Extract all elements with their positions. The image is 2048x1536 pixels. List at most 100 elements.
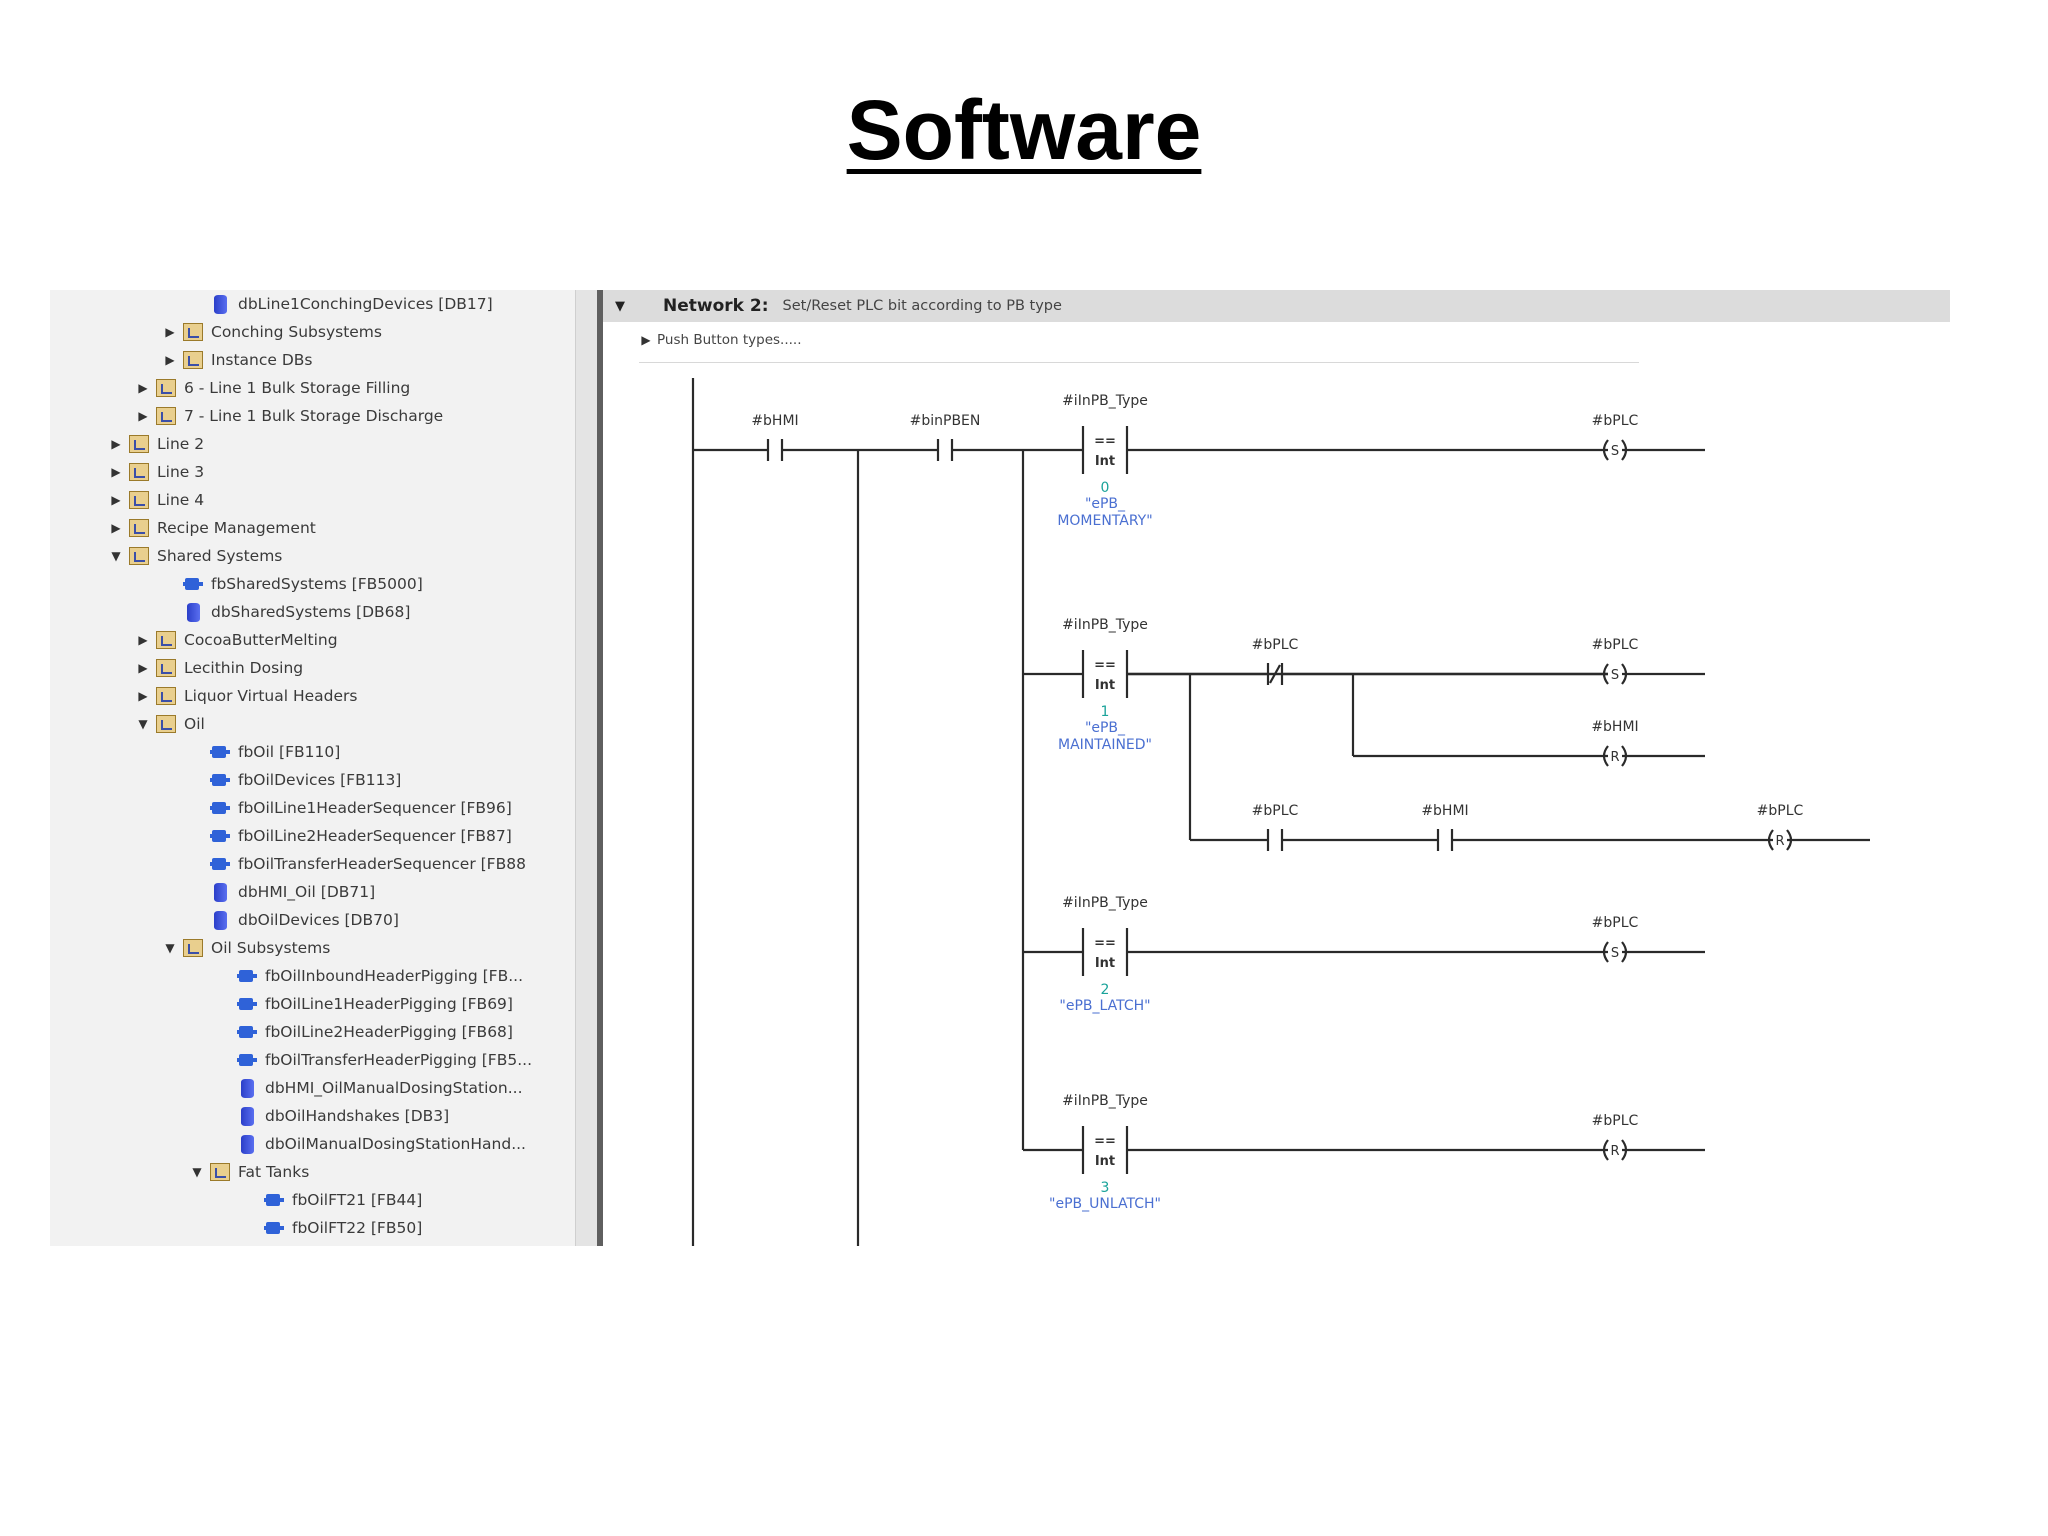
folder-icon	[129, 547, 149, 565]
tree-item-label: Oil Subsystems	[211, 939, 331, 957]
compare-value: 2	[1101, 982, 1110, 998]
tree-item[interactable]: ▼Oil	[50, 710, 575, 738]
tree-item[interactable]: dbLine1ConchingDevices [DB17]	[50, 290, 575, 318]
tree-item-label: dbSharedSystems [DB68]	[211, 603, 411, 621]
expand-arrow-icon[interactable]: ▶	[138, 661, 148, 675]
tree-item[interactable]: ▼Shared Systems	[50, 542, 575, 570]
fb-icon	[264, 1219, 284, 1237]
coil-left-arc	[1767, 829, 1774, 851]
tree-item[interactable]: ▶Lecithin Dosing	[50, 654, 575, 682]
comment-divider	[639, 362, 1639, 363]
tree-item[interactable]: dbOilDevices [DB70]	[50, 906, 575, 934]
expand-arrow-icon[interactable]: ▶	[165, 325, 175, 339]
collapse-arrow-icon[interactable]: ▼	[111, 549, 121, 563]
tree-item[interactable]: ▶6 - Line 1 Bulk Storage Filling	[50, 374, 575, 402]
compare-input-tag: #iInPB_Type	[1062, 1093, 1148, 1109]
db-icon	[241, 1134, 254, 1154]
tree-item[interactable]: fbOilFT22 [FB50]	[50, 1214, 575, 1242]
tree-item[interactable]: fbOil [FB110]	[50, 738, 575, 766]
tree-item-label: fbSharedSystems [FB5000]	[211, 575, 423, 593]
fb-icon	[237, 1023, 257, 1041]
folder-icon	[129, 491, 149, 509]
tree-item[interactable]: ▶Liquor Virtual Headers	[50, 682, 575, 710]
expand-arrow-icon[interactable]: ▶	[138, 409, 148, 423]
tree-item[interactable]: dbHMI_OilManualDosingStation...	[50, 1074, 575, 1102]
tree-item-label: CocoaButterMelting	[184, 631, 338, 649]
folder-icon	[129, 435, 149, 453]
tree-item-label: fbOilTransferHeaderPigging [FB5...	[265, 1051, 532, 1069]
panel-splitter[interactable]	[597, 290, 603, 1246]
folder-icon	[156, 715, 176, 733]
compare-input-tag: #iInPB_Type	[1062, 617, 1148, 633]
tree-item-label: dbHMI_Oil [DB71]	[238, 883, 376, 901]
expand-arrow-icon[interactable]: ▶	[111, 465, 121, 479]
tree-item-label: Fat Tanks	[238, 1163, 310, 1181]
collapse-arrow-icon[interactable]: ▼	[165, 941, 175, 955]
tree-item[interactable]: ▼ Fat Tanks	[50, 1158, 575, 1186]
compare-constant: "ePB_	[1085, 496, 1126, 512]
tree-item[interactable]: ▼ Oil Subsystems	[50, 934, 575, 962]
tree-item[interactable]: fbOilLine2HeaderPigging [FB68]	[50, 1018, 575, 1046]
expand-arrow-icon[interactable]: ▶	[138, 689, 148, 703]
tree-item[interactable]: fbOilInboundHeaderPigging [FB...	[50, 962, 575, 990]
tree-item[interactable]: fbOilLine1HeaderSequencer [FB96]	[50, 794, 575, 822]
expand-arrow-icon[interactable]: ▶	[111, 437, 121, 451]
tree-item[interactable]: ▶Line 3	[50, 458, 575, 486]
tree-item[interactable]: fbOilLine2HeaderSequencer [FB87]	[50, 822, 575, 850]
folder-icon	[156, 687, 176, 705]
network-header[interactable]: ▼ Network 2: Set/Reset PLC bit according…	[603, 290, 1950, 322]
tree-item[interactable]: dbOilHandshakes [DB3]	[50, 1102, 575, 1130]
expand-arrow-icon[interactable]: ▶	[111, 493, 121, 507]
coil-tag: #bPLC	[1592, 915, 1639, 931]
tree-item[interactable]: ▶7 - Line 1 Bulk Storage Discharge	[50, 402, 575, 430]
tree-item[interactable]: dbSharedSystems [DB68]	[50, 598, 575, 626]
tree-item[interactable]: fbOilFT21 [FB44]	[50, 1186, 575, 1214]
tree-item[interactable]: ▶ CocoaButterMelting	[50, 626, 575, 654]
coil-letter: S	[1611, 946, 1619, 961]
fb-icon	[210, 743, 230, 761]
coil-tag: #bHMI	[1591, 719, 1638, 735]
expand-arrow-icon[interactable]: ▶	[138, 633, 148, 647]
collapse-network-icon[interactable]: ▼	[615, 298, 625, 314]
tree-item[interactable]: ▶Recipe Management	[50, 514, 575, 542]
coil-letter: R	[1610, 1144, 1619, 1159]
tree-item-label: fbOilTransferHeaderSequencer [FB88	[238, 855, 526, 873]
fb-icon	[210, 771, 230, 789]
compare-constant: MAINTAINED"	[1058, 737, 1152, 753]
compare-type: Int	[1095, 678, 1115, 693]
tree-item[interactable]: dbHMI_Oil [DB71]	[50, 878, 575, 906]
fb-icon	[237, 1051, 257, 1069]
tree-scrollbar[interactable]	[575, 290, 598, 1246]
project-tree: dbLine1ConchingDevices [DB17] ▶ Conching S…	[50, 290, 575, 1246]
contact-tag: #bHMI	[751, 413, 798, 429]
tree-item[interactable]: dbOilManualDosingStationHand...	[50, 1130, 575, 1158]
coil-tag: #bPLC	[1592, 1113, 1639, 1129]
db-icon	[214, 882, 227, 902]
db-icon	[241, 1106, 254, 1126]
expand-arrow-icon[interactable]: ▶	[641, 333, 651, 347]
collapse-arrow-icon[interactable]: ▼	[138, 717, 148, 731]
tree-item-label: Conching Subsystems	[211, 323, 382, 341]
folder-icon	[183, 939, 203, 957]
tree-item[interactable]: fbSharedSystems [FB5000]	[50, 570, 575, 598]
ladder-diagram: #bHMI#binPBEN==Int#iInPB_Type0"ePB_MOMEN…	[691, 378, 1870, 1246]
tree-item[interactable]: ▶Line 4	[50, 486, 575, 514]
tree-item[interactable]: fbOilTransferHeaderPigging [FB5...	[50, 1046, 575, 1074]
tree-item[interactable]: fbOilTransferHeaderSequencer [FB88	[50, 850, 575, 878]
expand-arrow-icon[interactable]: ▶	[165, 353, 175, 367]
collapse-arrow-icon[interactable]: ▼	[192, 1165, 202, 1179]
tree-item[interactable]: fbOilLine1HeaderPigging [FB69]	[50, 990, 575, 1018]
tree-item[interactable]: ▶Instance DBs	[50, 346, 575, 374]
tree-item[interactable]: ▶ Conching Subsystems	[50, 318, 575, 346]
tree-item[interactable]: fbOilDevices [FB113]	[50, 766, 575, 794]
coil-letter: S	[1611, 668, 1619, 683]
tree-item-label: dbOilManualDosingStationHand...	[265, 1135, 526, 1153]
tree-item[interactable]: ▶Line 2	[50, 430, 575, 458]
tree-item-label: fbOilLine1HeaderPigging [FB69]	[265, 995, 513, 1013]
compare-input-tag: #iInPB_Type	[1062, 895, 1148, 911]
network-comment: Set/Reset PLC bit according to PB type	[782, 298, 1062, 314]
contact-negation	[1269, 664, 1281, 684]
expand-arrow-icon[interactable]: ▶	[138, 381, 148, 395]
push-button-types-comment[interactable]: ▶ Push Button types.....	[639, 332, 801, 348]
expand-arrow-icon[interactable]: ▶	[111, 521, 121, 535]
